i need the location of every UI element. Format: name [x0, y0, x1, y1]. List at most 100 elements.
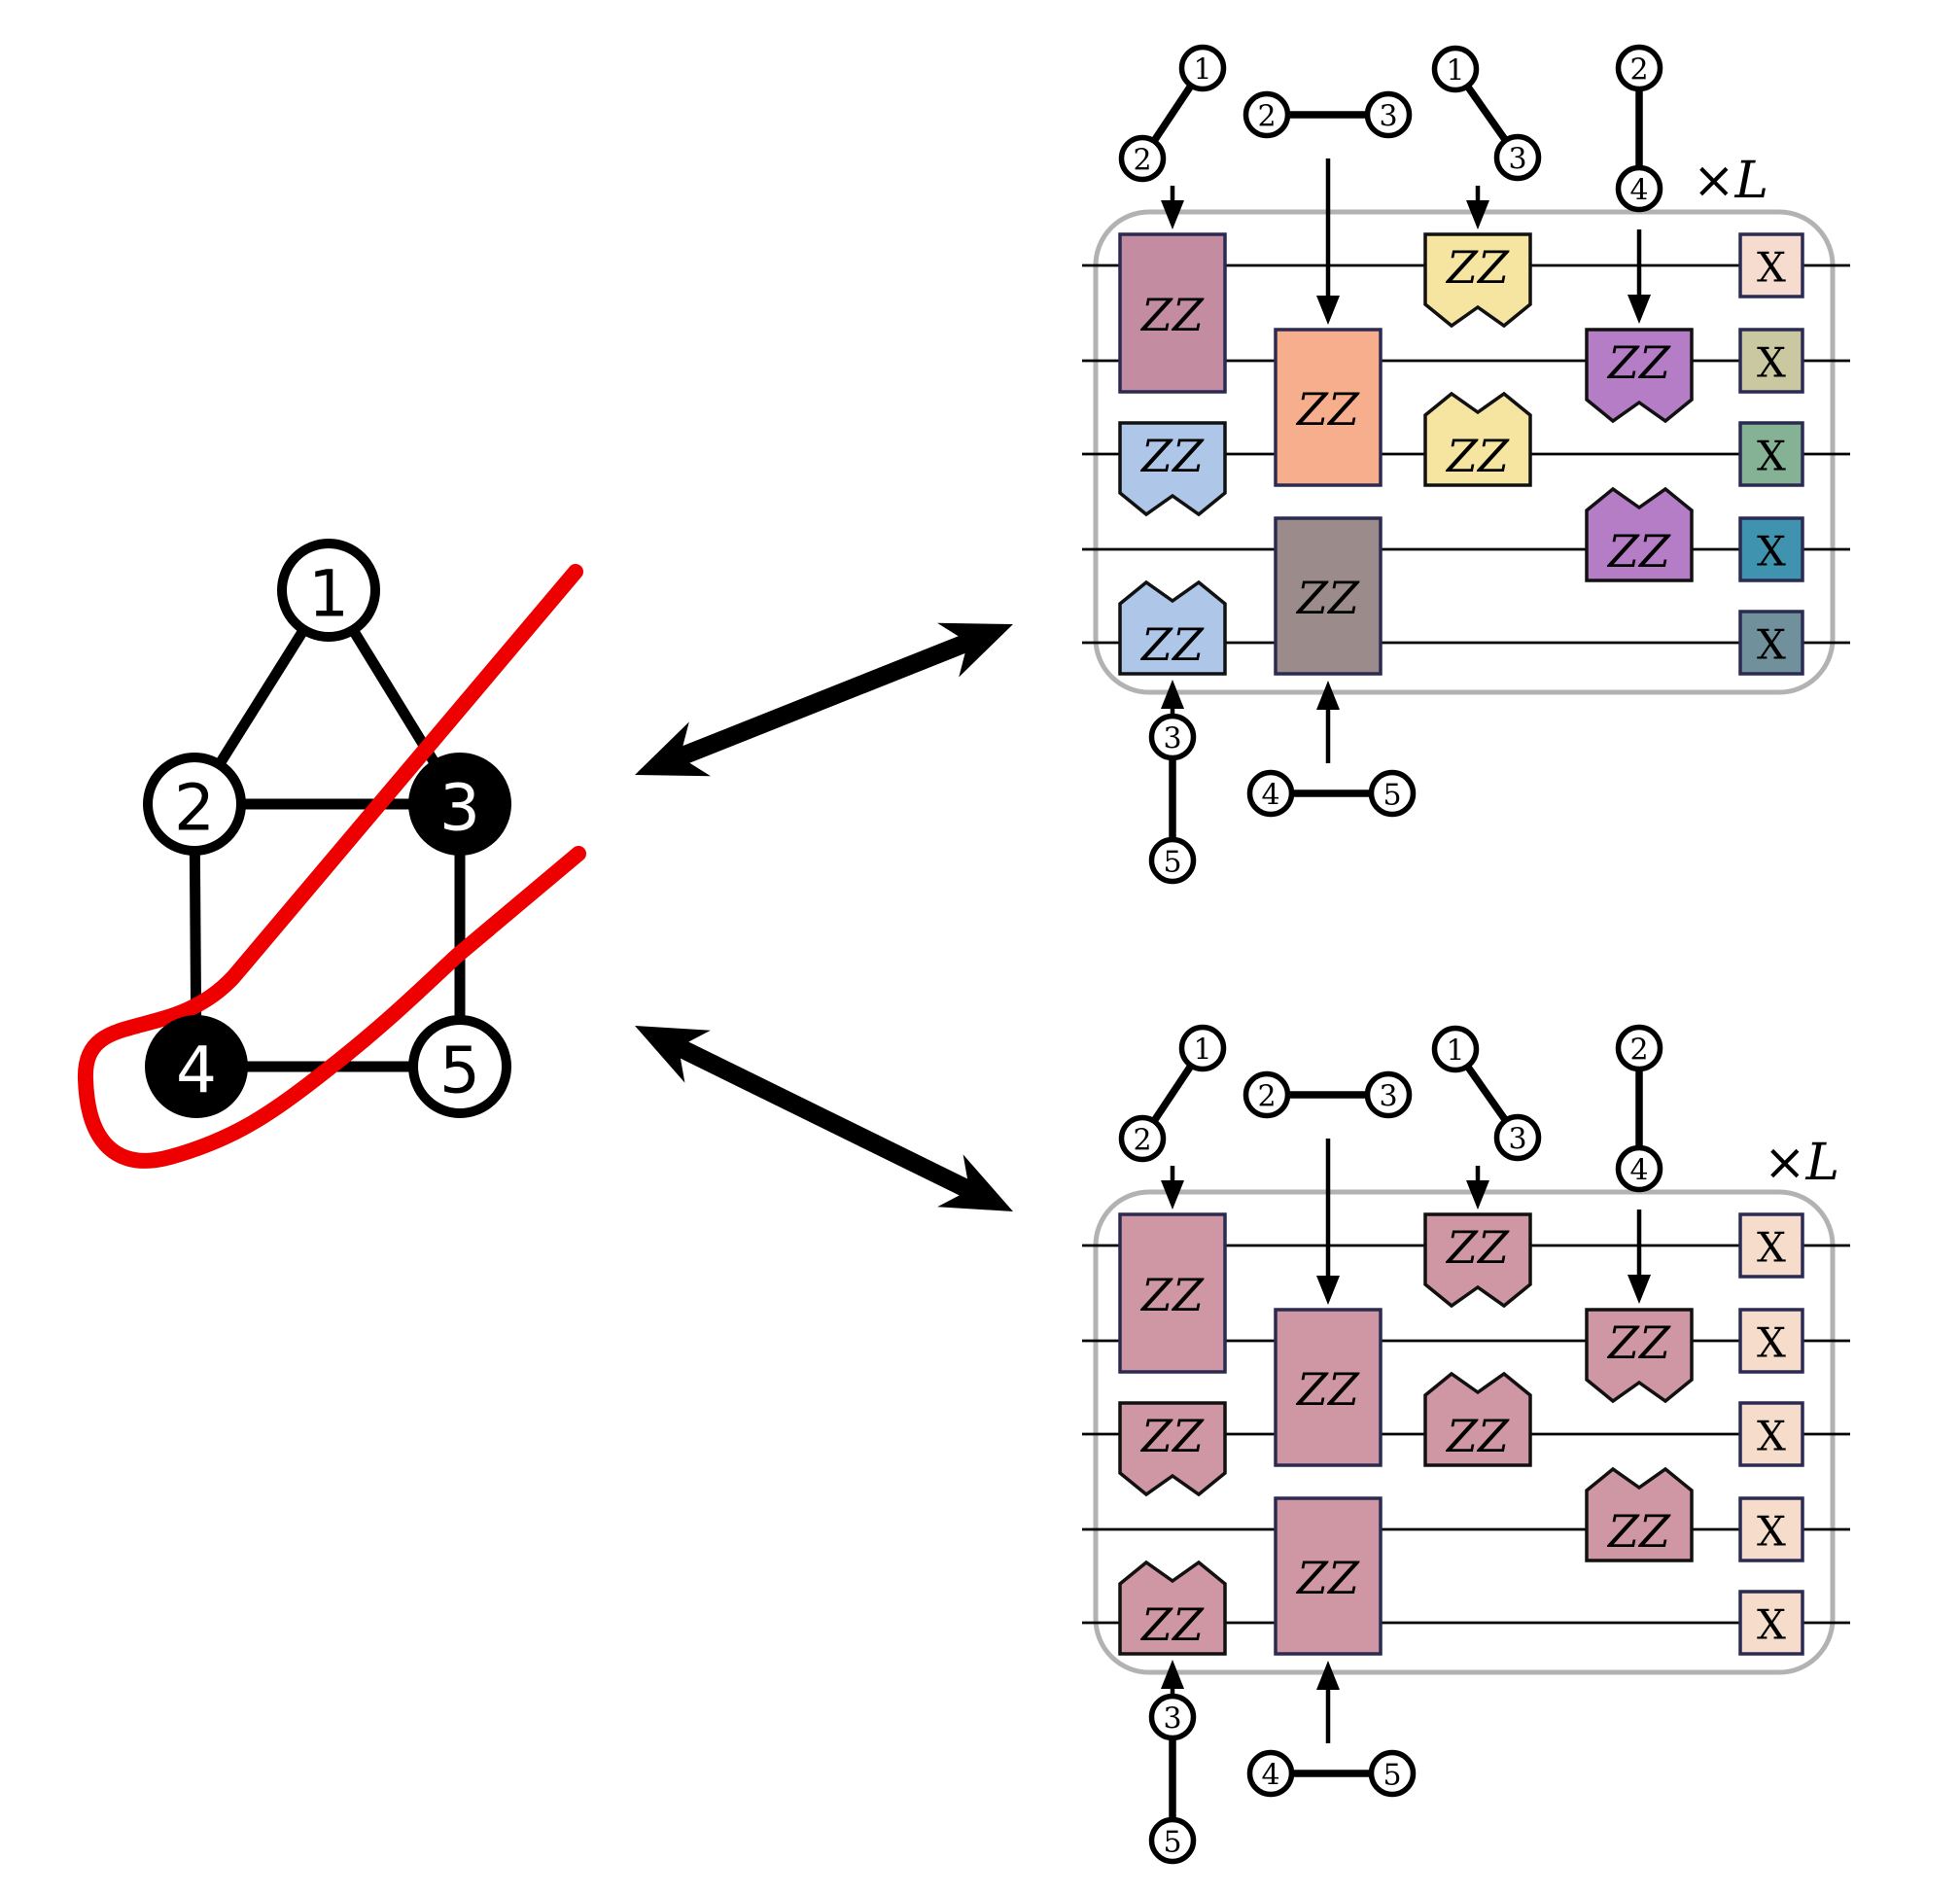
x-gate-wire4-label: X — [1757, 528, 1786, 576]
x-gate-wire1-label: X — [1757, 1224, 1786, 1272]
x-gate-wire5 — [1738, 610, 1804, 676]
edge-label-2-4-top-2-number: 2 — [1629, 53, 1648, 88]
edge-label-1-2-top-1-circle — [1178, 44, 1227, 92]
zz-gate-2-4-upper — [1585, 328, 1694, 424]
repeat-box — [1093, 209, 1836, 695]
edge-label-3-5-bottom: 35 — [1148, 1693, 1197, 1865]
edge-label-2-3-top-arrow-head — [1316, 1276, 1340, 1305]
x-gate-wire2-label: X — [1757, 339, 1786, 387]
edge-label-1-2-top-arrow-head — [1161, 200, 1184, 229]
edge-label-1-2-top-arrow-head — [1161, 1180, 1184, 1210]
graph-node-label-1: 1 — [308, 557, 349, 632]
zz-gate-4-5-label: ZZ — [1295, 572, 1360, 624]
edge-label-1-2-top-1-circle — [1178, 1024, 1227, 1072]
edge-label-2-4-top-4-number: 4 — [1629, 1154, 1648, 1188]
edge-label-1-2-top: 12 — [1118, 44, 1227, 183]
zz-gate-2-4-upper — [1585, 1308, 1694, 1404]
zz-gate-3-5-lower — [1118, 579, 1227, 676]
graph-node-3: 3 — [408, 753, 511, 856]
graph-node-circle-3 — [408, 753, 511, 856]
zz-gate-2-3 — [1274, 328, 1382, 487]
zz-gate-3-5-lower-label: ZZ — [1139, 618, 1205, 671]
x-gate-wire4 — [1738, 516, 1804, 582]
zz-gate-2-3 — [1274, 1308, 1382, 1467]
zz-gate-3-5-upper-label: ZZ — [1139, 1410, 1205, 1462]
graph-node-label-3: 3 — [439, 771, 480, 846]
zz-gate-1-2 — [1118, 1212, 1227, 1374]
graph-node-label-5: 5 — [439, 1034, 480, 1108]
edge-label-4-5-bottom-arrow-head — [1316, 1661, 1340, 1690]
edge-label-2-4-top-4-circle — [1615, 164, 1663, 213]
edge-label-1-3-top-1-number: 1 — [1446, 1035, 1464, 1069]
graph-node-label-4: 4 — [176, 1034, 217, 1108]
edge-label-2-3-top-3-number: 3 — [1379, 100, 1397, 134]
x-gate-wire4-label: X — [1757, 1508, 1786, 1556]
edge-label-4-5-bottom-arrow-head — [1316, 681, 1340, 710]
edge-label-3-5-bottom-3-number: 3 — [1163, 1702, 1181, 1736]
zz-gate-3-5-lower-label: ZZ — [1139, 1598, 1205, 1651]
graph-node-1: 1 — [277, 539, 380, 642]
edge-label-1-2-top-1-number: 1 — [1193, 1034, 1211, 1068]
maxcut-graph: 1 2 3 4 5 — [77, 539, 586, 1169]
edge-label-3-5-bottom-5-circle — [1148, 1816, 1197, 1865]
edge-label-1-3-top-1-circle — [1431, 45, 1480, 93]
edge-label-2-3-top-2-number: 2 — [1257, 1080, 1276, 1114]
graph-node-label-2: 2 — [174, 771, 215, 846]
graph-node-circle-1 — [277, 539, 380, 642]
edge-label-4-5-bottom-5-number: 5 — [1382, 779, 1401, 813]
edge-label-2-4-top-arrow-head — [1628, 295, 1651, 324]
edge-label-4-5-bottom-4-circle — [1246, 769, 1295, 818]
double-arrow-top-head-left — [635, 721, 711, 777]
edge-label-4-5-bottom-4-number: 4 — [1261, 1759, 1279, 1793]
edge-label-1-3-top-3-number: 3 — [1508, 1123, 1526, 1157]
zz-gate-2-3-label: ZZ — [1295, 383, 1360, 436]
graph-node-5: 5 — [408, 1015, 511, 1118]
zz-gate-3-5-upper-label: ZZ — [1139, 430, 1205, 482]
edge-label-1-3-top-3-circle — [1493, 133, 1542, 182]
edge-label-1-3-top: 13 — [1431, 1025, 1542, 1162]
edge-label-4-5-bottom-5-circle — [1368, 769, 1417, 818]
edge-label-1-3-top-arrow-head — [1466, 1180, 1489, 1210]
edge-label-4-5-bottom-5-circle — [1368, 1749, 1417, 1798]
edge-label-2-4-top-4-number: 4 — [1629, 174, 1648, 208]
double-arrow-bottom-head-left — [635, 1026, 711, 1083]
edge-label-2-4-top-arrow-head — [1628, 1275, 1651, 1304]
zz-gate-1-3-upper-label: ZZ — [1445, 1221, 1510, 1274]
edge-label-2-3-top-3-circle — [1364, 90, 1413, 139]
edge-label-3-5-bottom-arrow-head — [1161, 1660, 1184, 1689]
edge-label-2-4-top-4-circle — [1615, 1144, 1663, 1193]
edge-label-1-3-top: 13 — [1431, 45, 1542, 182]
edge-label-1-2-top-1-number: 1 — [1193, 53, 1211, 88]
edge-label-2-3-top-arrow-head — [1316, 296, 1340, 325]
edge-label-4-5-bottom-4-circle — [1246, 1749, 1295, 1798]
zz-gate-4-5 — [1274, 1496, 1382, 1656]
edge-label-2-3-top-2-number: 2 — [1257, 100, 1276, 134]
x-gate-wire1-label: X — [1757, 244, 1786, 292]
repeat-label: ×L — [1693, 152, 1768, 210]
zz-gate-4-5 — [1274, 516, 1382, 676]
edge-label-1-3-top-1-circle — [1431, 1025, 1480, 1073]
graph-node-circle-4 — [145, 1015, 248, 1118]
edge-label-4-5-bottom-5-number: 5 — [1382, 1759, 1401, 1793]
x-gate-wire3-label: X — [1757, 433, 1786, 480]
x-gate-wire5-label: X — [1757, 621, 1786, 669]
graph-node-circle-2 — [143, 753, 246, 856]
x-gate-wire1 — [1738, 1212, 1804, 1279]
edge-label-1-3-top-3-circle — [1493, 1113, 1542, 1162]
graph-node-2: 2 — [143, 753, 246, 856]
zz-gate-2-4-upper-label: ZZ — [1606, 336, 1671, 389]
edge-label-1-3-top-3-number: 3 — [1508, 143, 1526, 177]
zz-gate-1-3-lower — [1423, 1371, 1532, 1467]
repeat-box — [1093, 1189, 1836, 1675]
zz-gate-1-3-lower — [1423, 391, 1532, 487]
zz-gate-3-5-upper — [1118, 421, 1227, 517]
zz-gate-1-3-upper-label: ZZ — [1445, 241, 1510, 294]
x-gate-wire3-label: X — [1757, 1413, 1786, 1460]
edge-label-2-3-top-2-circle — [1242, 1070, 1291, 1119]
edge-label-2-4-top-2-circle — [1615, 44, 1663, 92]
edge-label-4-5-bottom-4-number: 4 — [1261, 779, 1279, 813]
